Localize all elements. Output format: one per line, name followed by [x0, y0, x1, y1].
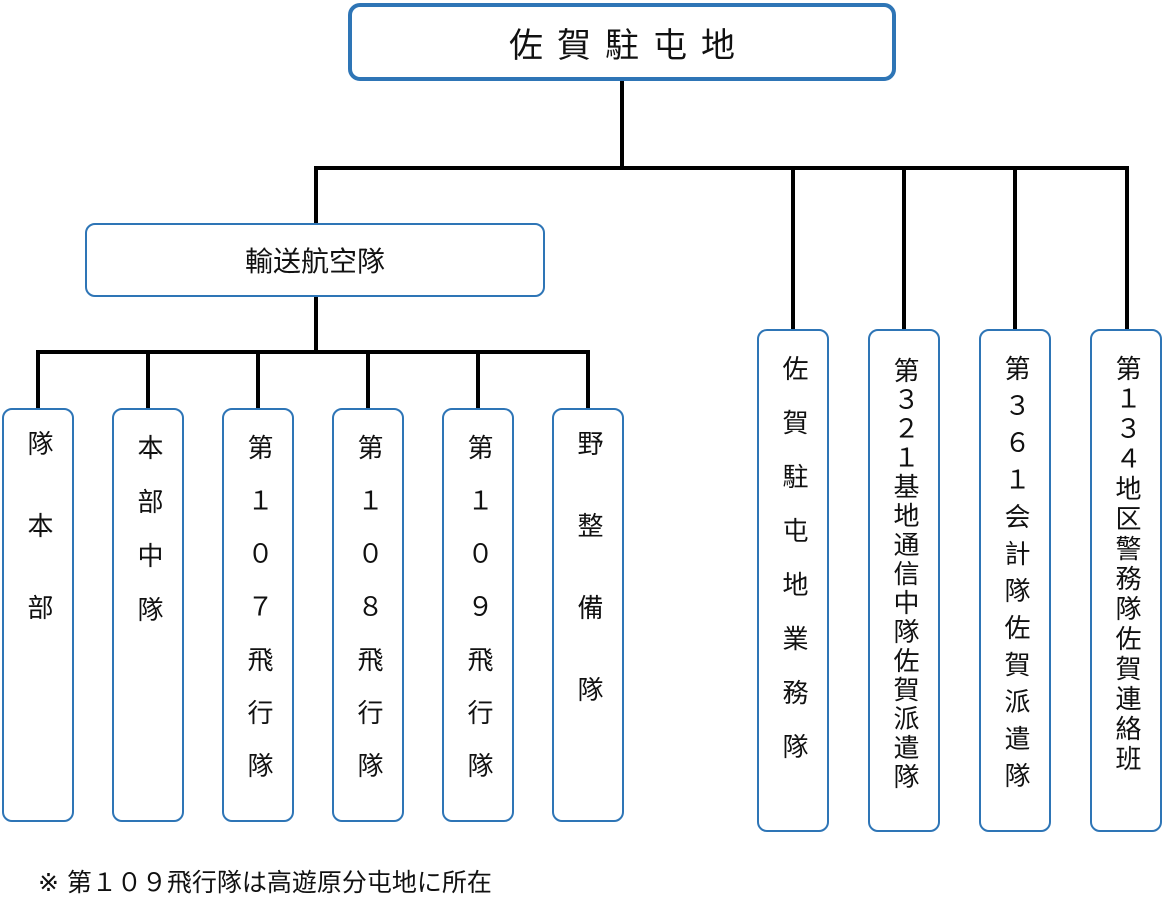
node-109: 第１０９飛行隊 [442, 408, 514, 822]
node-finance-label: 第３６１会計隊佐賀派遣隊 [1000, 355, 1030, 799]
node-branch: 輸送航空隊 [85, 223, 545, 297]
node-police-label: 第１３４地区警務隊佐賀連絡班 [1111, 355, 1141, 775]
node-maintenance-label: 野整備隊 [573, 430, 603, 758]
node-hq-company: 本部中隊 [112, 408, 184, 822]
node-hq-label: 隊本部 [23, 430, 53, 676]
node-root: 佐賀駐屯地 [348, 3, 896, 81]
node-police: 第１３４地区警務隊佐賀連絡班 [1090, 329, 1162, 832]
node-maintenance: 野整備隊 [552, 408, 624, 822]
node-business: 佐賀駐屯地業務隊 [757, 329, 829, 832]
node-hq: 隊本部 [2, 408, 74, 822]
node-signal: 第３２１基地通信中隊佐賀派遣隊 [868, 329, 940, 832]
node-finance: 第３６１会計隊佐賀派遣隊 [979, 329, 1051, 832]
node-108-label: 第１０８飛行隊 [353, 434, 383, 805]
footnote: ※ 第１０９飛行隊は高遊原分屯地に所在 [38, 868, 492, 897]
node-signal-label: 第３２１基地通信中隊佐賀派遣隊 [889, 357, 919, 792]
node-107-label: 第１０７飛行隊 [243, 434, 273, 805]
node-hq-company-label: 本部中隊 [133, 434, 163, 650]
node-109-label: 第１０９飛行隊 [463, 434, 493, 805]
node-branch-label: 輸送航空隊 [244, 245, 385, 278]
node-108: 第１０８飛行隊 [332, 408, 404, 822]
node-business-label: 佐賀駐屯地業務隊 [778, 355, 808, 787]
node-107: 第１０７飛行隊 [222, 408, 294, 822]
node-root-label: 佐賀駐屯地 [509, 25, 749, 66]
